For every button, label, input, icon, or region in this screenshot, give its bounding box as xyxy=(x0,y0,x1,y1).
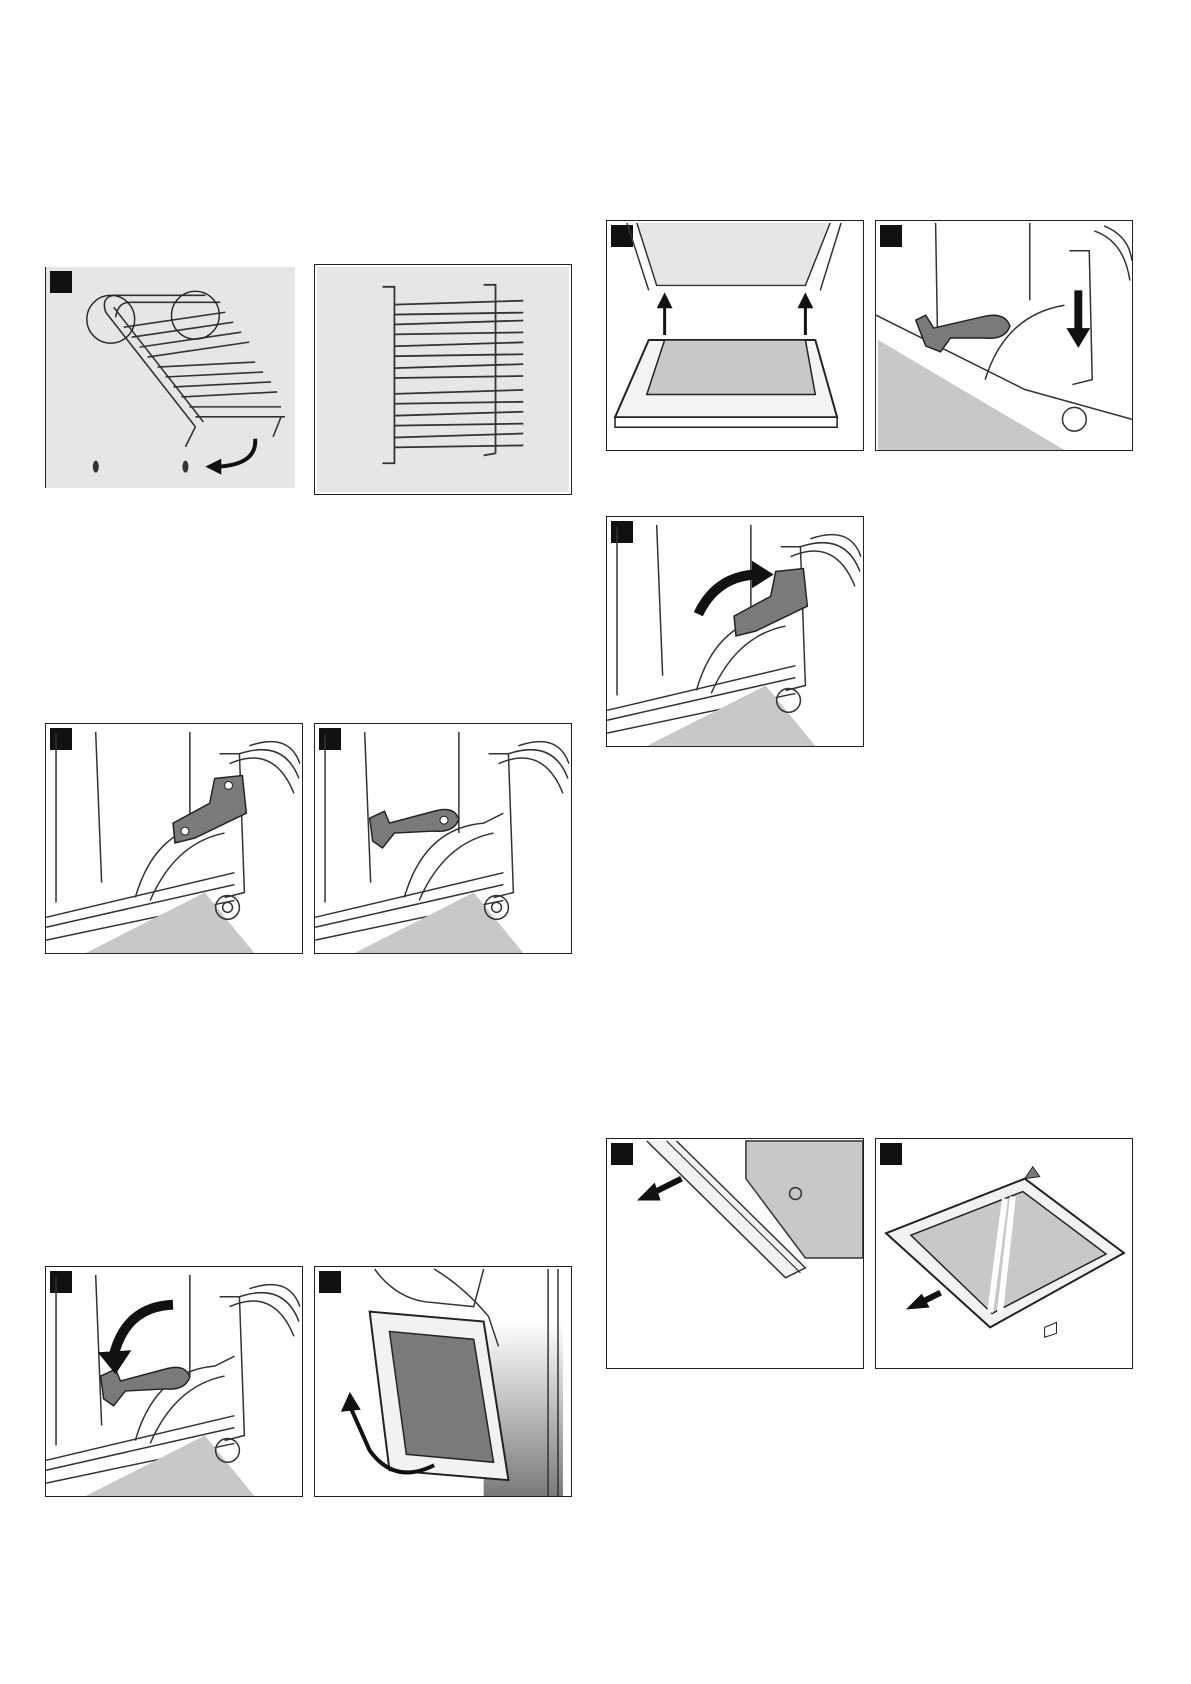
figure-rack-removal xyxy=(45,267,295,488)
figure-strip-removal xyxy=(606,1138,864,1369)
hinge-drawing xyxy=(46,724,302,953)
figure-glass-lift xyxy=(606,220,864,451)
figure-rack-front xyxy=(314,264,572,495)
figure-pane-removal xyxy=(875,1138,1133,1369)
figure-hinge-lever-open xyxy=(314,723,572,954)
rack-removal-drawing xyxy=(46,267,295,488)
hinge-lever xyxy=(370,809,459,847)
figure-hinge-lever-fold-down xyxy=(45,1266,303,1497)
hinge-lever xyxy=(916,315,1010,352)
pane-removal-drawing xyxy=(876,1139,1132,1368)
hinge-drawing xyxy=(46,1267,302,1496)
hinge-drawing xyxy=(315,724,571,953)
figure-hinge-lever-fold-up xyxy=(606,516,864,747)
rack-front-drawing xyxy=(315,265,571,494)
detail-circle xyxy=(171,291,219,339)
figure-hinge-press-down xyxy=(875,220,1133,451)
door-lift-drawing xyxy=(315,1267,571,1496)
strip-removal-drawing xyxy=(607,1139,863,1368)
hinge-drawing xyxy=(876,221,1132,450)
hinge-drawing xyxy=(607,517,863,746)
figure-door-lift-off xyxy=(314,1266,572,1497)
curved-arrow-icon xyxy=(114,1305,173,1357)
hinge-lever xyxy=(101,1367,190,1405)
glass-lift-drawing xyxy=(607,221,863,450)
figure-hinge-lever-closed xyxy=(45,723,303,954)
curved-arrow-icon xyxy=(217,439,255,467)
